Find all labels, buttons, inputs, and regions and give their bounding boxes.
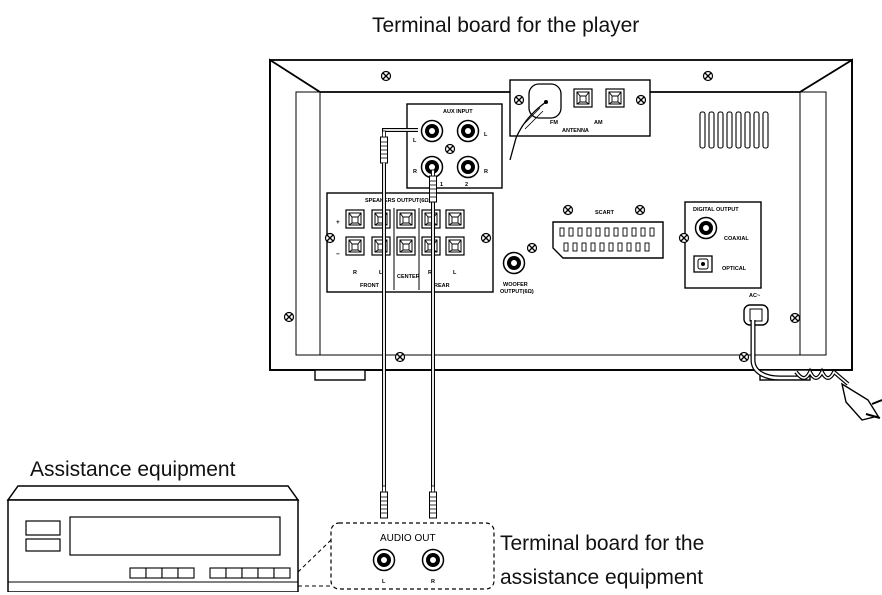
audio-out-l: L	[382, 579, 386, 585]
fm-label: FM	[550, 120, 558, 126]
digital-output-label: DIGITAL OUTPUT	[693, 207, 739, 213]
audio-out-r: R	[431, 579, 435, 585]
digital-output-panel: DIGITAL OUTPUT COAXIAL OPTICAL	[678, 201, 762, 289]
am-label: AM	[594, 120, 603, 126]
audio-out-left-jack	[372, 548, 396, 572]
woofer-output: WOOFER OUTPUT(6Ω)	[500, 242, 538, 295]
front-l: L	[379, 270, 383, 276]
antenna-label: ANTENNA	[562, 128, 589, 134]
coaxial-label: COAXIAL	[724, 236, 749, 242]
aux-2: 2	[465, 182, 468, 188]
ac-label: AC~	[749, 293, 760, 299]
aux-r-left: R	[413, 169, 417, 175]
assistance-terminal-caption-line1: Terminal board for the	[500, 532, 705, 555]
front-label: FRONT	[360, 283, 380, 289]
aux-r-right: R	[484, 169, 488, 175]
assistance-equipment-caption: Assistance equipment	[30, 458, 236, 481]
rear-l: L	[453, 270, 457, 276]
rca-cables	[380, 128, 437, 519]
optical-label: OPTICAL	[722, 266, 747, 272]
assistance-terminal-caption-line2: assistance equipment	[500, 566, 704, 589]
center-label: CENTER	[397, 274, 420, 280]
aux-1: 1	[440, 182, 443, 188]
aux-input-panel: AUX INPUT L L R R 1 2	[406, 103, 503, 189]
assistance-terminal-caption: Terminal board for the assistance equipm…	[500, 527, 704, 595]
player-terminal-caption: Terminal board for the player	[372, 14, 640, 37]
audio-out-label: AUDIO OUT	[380, 533, 436, 544]
audio-out-panel: AUDIO OUT L R	[297, 522, 495, 590]
aux-l-left: L	[413, 138, 417, 144]
plus-label: +	[336, 219, 340, 226]
woofer-label-1: WOOFER	[503, 282, 528, 288]
vent-slots	[699, 111, 769, 149]
speakers-output-panel: SPEAKERS OUTPUT(6Ω) + − R L CENTER R L F…	[324, 192, 494, 293]
scart-label: SCART	[595, 210, 615, 216]
aux-l-right: L	[484, 132, 488, 138]
aux-input-label: AUX INPUT	[443, 109, 473, 115]
rear-label: REAR	[434, 283, 450, 289]
audio-out-right-jack	[421, 548, 445, 572]
front-r: R	[353, 270, 357, 276]
assistance-equipment-device	[6, 485, 300, 592]
minus-label: −	[336, 251, 340, 258]
ac-power-cord: AC~	[743, 293, 882, 421]
scart-connector: SCART	[552, 204, 664, 259]
speakers-output-label: SPEAKERS OUTPUT(6Ω)	[365, 198, 431, 204]
rear-r: R	[428, 270, 432, 276]
woofer-label-2: OUTPUT(6Ω)	[500, 289, 534, 295]
antenna-panel: FM AM ANTENNA	[509, 79, 651, 161]
